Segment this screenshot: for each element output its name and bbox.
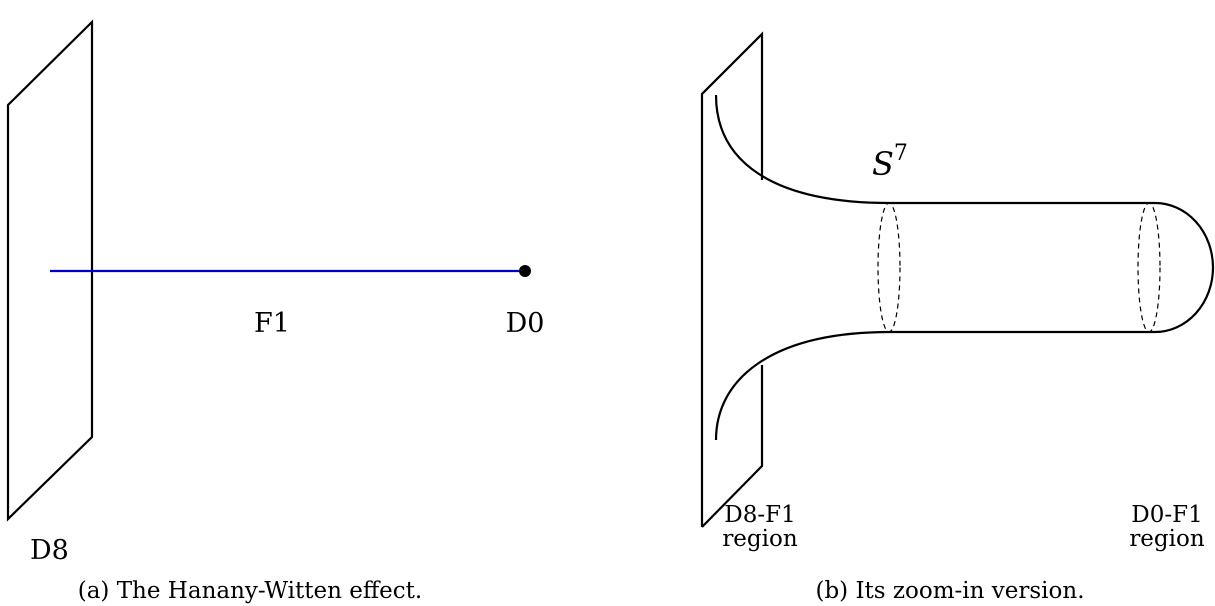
d8-brane-plane: [6, 19, 94, 522]
cross-section-left: [877, 202, 901, 333]
d0-f1-region-label-line2: region: [1129, 526, 1205, 552]
panel-a: F1 D0 D8 (a) The Hanany-Witten effect.: [6, 19, 545, 604]
cross-section-right: [1137, 202, 1161, 333]
panel-b: S7 D8-F1 region D0-F1 region (b) Its zoo…: [700, 31, 1215, 604]
d0-label: D0: [506, 308, 545, 339]
d8-f1-region-label-line1: D8-F1: [724, 502, 795, 528]
sphere-label: S7: [872, 141, 908, 183]
d8-f1-region-label-line2: region: [722, 526, 798, 552]
d8-plane-bottom-edge: [701, 365, 764, 528]
d8-plane-top-edge: [700, 31, 764, 527]
d0-brane-point: [519, 265, 531, 277]
d0-f1-region-label-line1: D0-F1: [1131, 502, 1202, 528]
caption-b: (b) Its zoom-in version.: [815, 578, 1084, 604]
tube-cap: [1154, 201, 1215, 334]
f1-label: F1: [254, 308, 290, 339]
d8-label: D8: [30, 535, 69, 566]
caption-a: (a) The Hanany-Witten effect.: [78, 578, 422, 604]
tube-upper-curve: [714, 94, 1155, 205]
tube-lower-curve: [714, 330, 1155, 441]
